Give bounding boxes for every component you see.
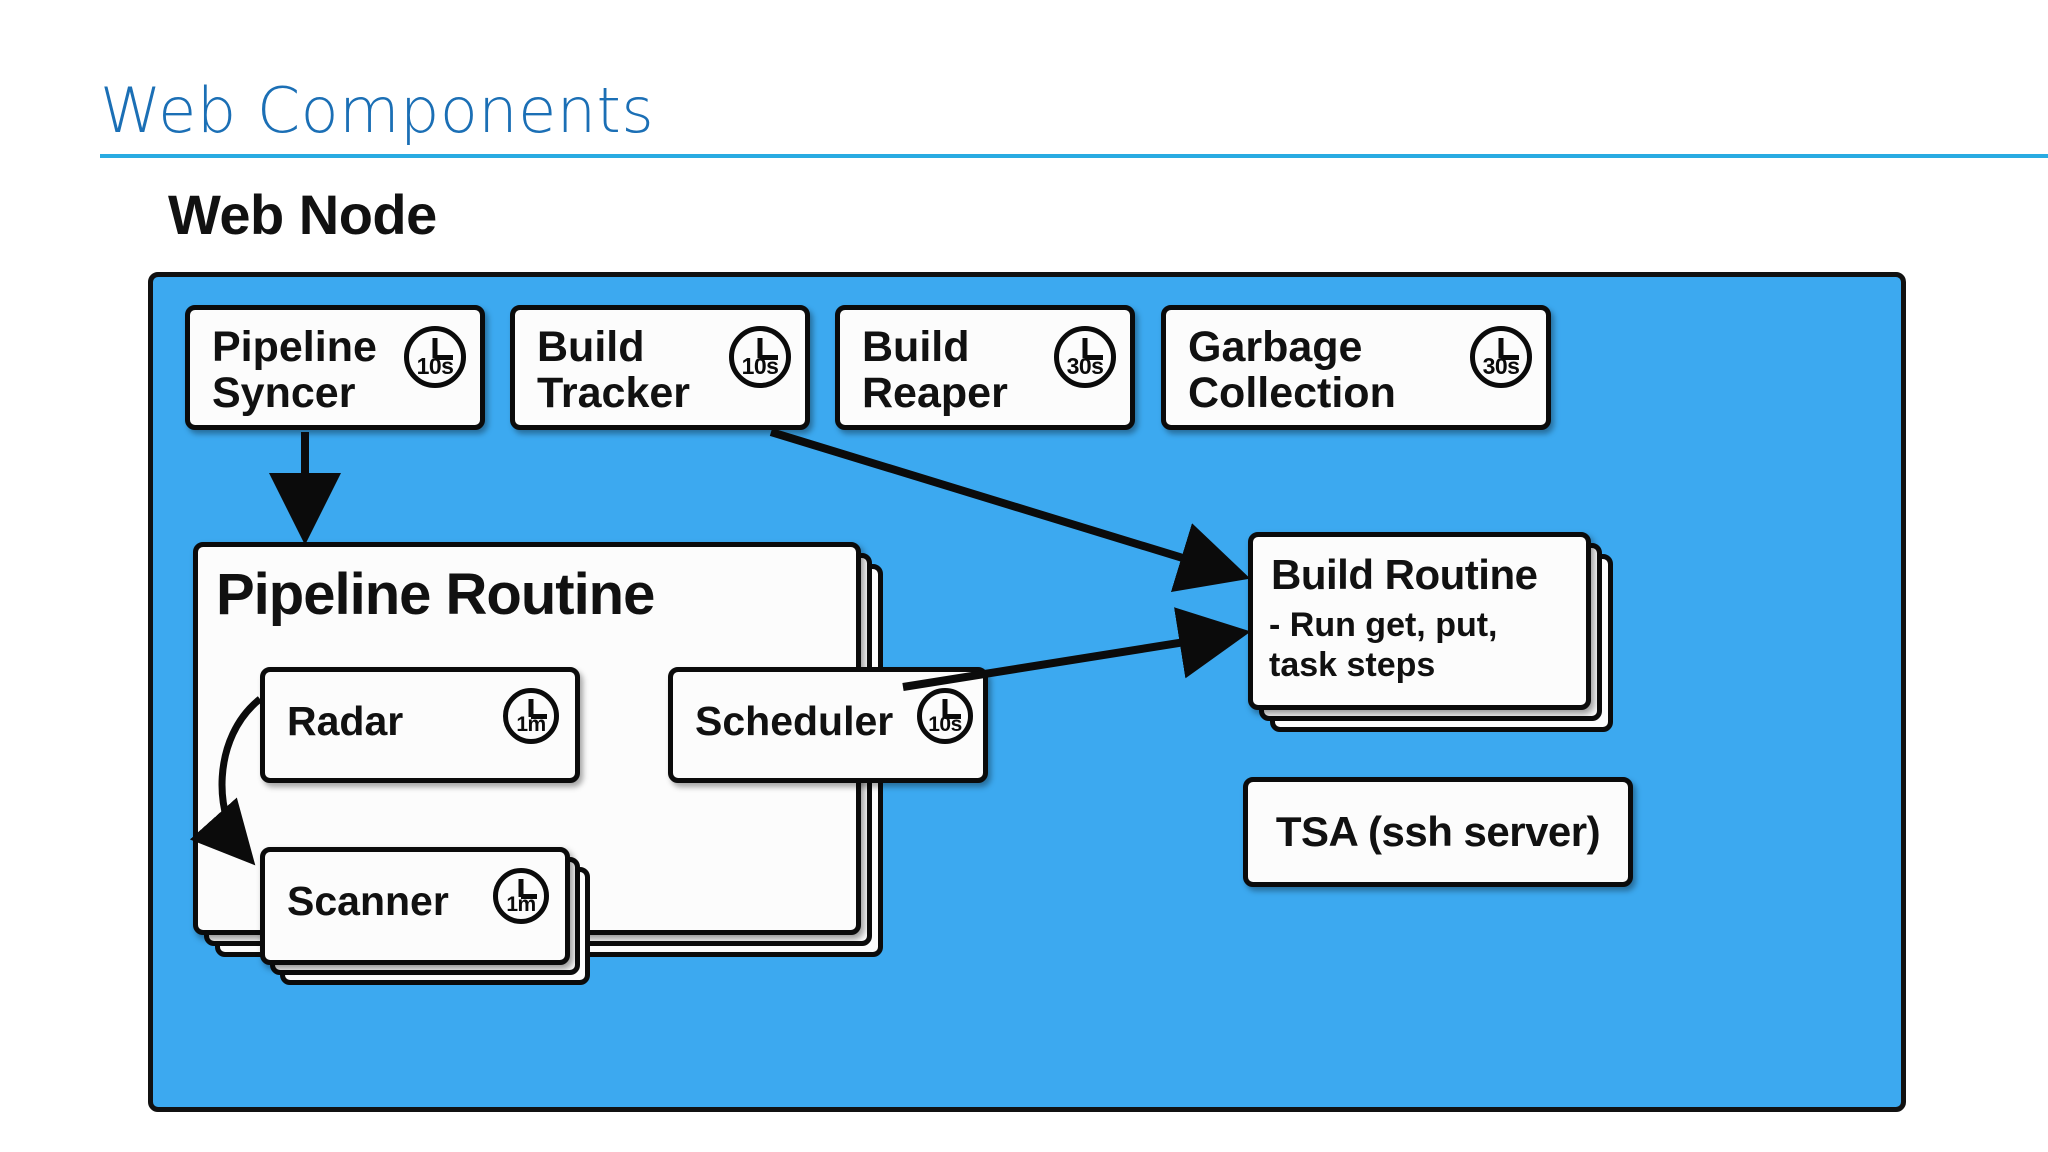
build-routine-card[interactable]: Build Routine - Run get, put, task steps xyxy=(1248,532,1591,710)
clock-hand-minute xyxy=(528,699,534,717)
worker-label: Build Reaper xyxy=(862,323,1008,418)
clock-icon: 10s xyxy=(917,688,973,744)
worker-card-build-tracker[interactable]: Build Tracker 10s xyxy=(510,305,810,430)
clock-hand-minute xyxy=(942,699,948,717)
clock-hand-hour xyxy=(1501,355,1519,360)
tsa-card[interactable]: TSA (ssh server) xyxy=(1243,777,1633,887)
clock-interval-label: 10s xyxy=(416,353,454,379)
worker-card-garbage-collection[interactable]: Garbage Collection 30s xyxy=(1161,305,1551,430)
clock-hand-hour xyxy=(1085,355,1103,360)
build-routine-title: Build Routine xyxy=(1271,551,1538,598)
clock-icon: 10s xyxy=(729,326,791,388)
clock-hand-minute xyxy=(757,338,763,358)
clock-hand-minute xyxy=(1498,338,1504,358)
clock-interval-label: 10s xyxy=(741,353,779,379)
pipeline-routine-title: Pipeline Routine xyxy=(216,562,655,627)
build-routine-body: - Run get, put, task steps xyxy=(1269,606,1498,685)
clock-hand-hour xyxy=(760,355,778,360)
slide-title-block: Web Components xyxy=(100,74,2048,158)
clock-icon: 10s xyxy=(404,326,466,388)
clock-icon: 1m xyxy=(503,688,559,744)
tsa-label: TSA (ssh server) xyxy=(1275,808,1601,855)
web-node-panel: Pipeline Syncer 10s Build Tracker 10s Bu… xyxy=(148,272,1906,1112)
clock-hand-minute xyxy=(1082,338,1088,358)
pipeline-routine-stack[interactable]: Pipeline Routine Radar 1m Scheduler 10s xyxy=(189,542,988,985)
clock-interval-label: 30s xyxy=(1482,353,1520,379)
page-title: Web Components xyxy=(100,74,655,147)
clock-icon: 30s xyxy=(1054,326,1116,388)
clock-hand-hour xyxy=(531,714,547,719)
worker-card-build-reaper[interactable]: Build Reaper 30s xyxy=(835,305,1135,430)
clock-icon: 30s xyxy=(1470,326,1532,388)
clock-icon: 1m xyxy=(493,868,549,924)
clock-hand-hour xyxy=(945,714,961,719)
radar-label: Radar xyxy=(287,698,404,744)
clock-hand-minute xyxy=(432,338,438,358)
scanner-card[interactable]: Scanner 1m xyxy=(260,847,570,965)
worker-card-pipeline-syncer[interactable]: Pipeline Syncer 10s xyxy=(185,305,485,430)
scheduler-label: Scheduler xyxy=(695,698,894,744)
clock-interval-label: 1m xyxy=(506,893,536,916)
worker-label: Build Tracker xyxy=(537,323,691,418)
clock-interval-label: 10s xyxy=(928,713,962,736)
clock-interval-label: 30s xyxy=(1066,353,1104,379)
pipeline-routine-card[interactable]: Pipeline Routine Radar 1m Scheduler 10s xyxy=(189,542,988,985)
arrow-radar-to-scanner xyxy=(189,696,263,866)
diagram-heading: Web Node xyxy=(168,183,437,246)
clock-hand-hour xyxy=(435,355,453,360)
clock-interval-label: 1m xyxy=(516,713,546,736)
build-routine-stack[interactable]: Build Routine - Run get, put, task steps xyxy=(1248,532,1613,732)
scanner-label: Scanner xyxy=(287,878,449,924)
clock-hand-minute xyxy=(518,879,524,897)
worker-label: Garbage Collection xyxy=(1188,323,1396,418)
worker-label: Pipeline Syncer xyxy=(212,323,377,418)
clock-hand-hour xyxy=(521,894,537,899)
radar-card[interactable]: Radar 1m xyxy=(260,667,580,783)
title-underline-rule xyxy=(100,154,2048,158)
scanner-stack[interactable]: Scanner 1m xyxy=(260,847,590,985)
